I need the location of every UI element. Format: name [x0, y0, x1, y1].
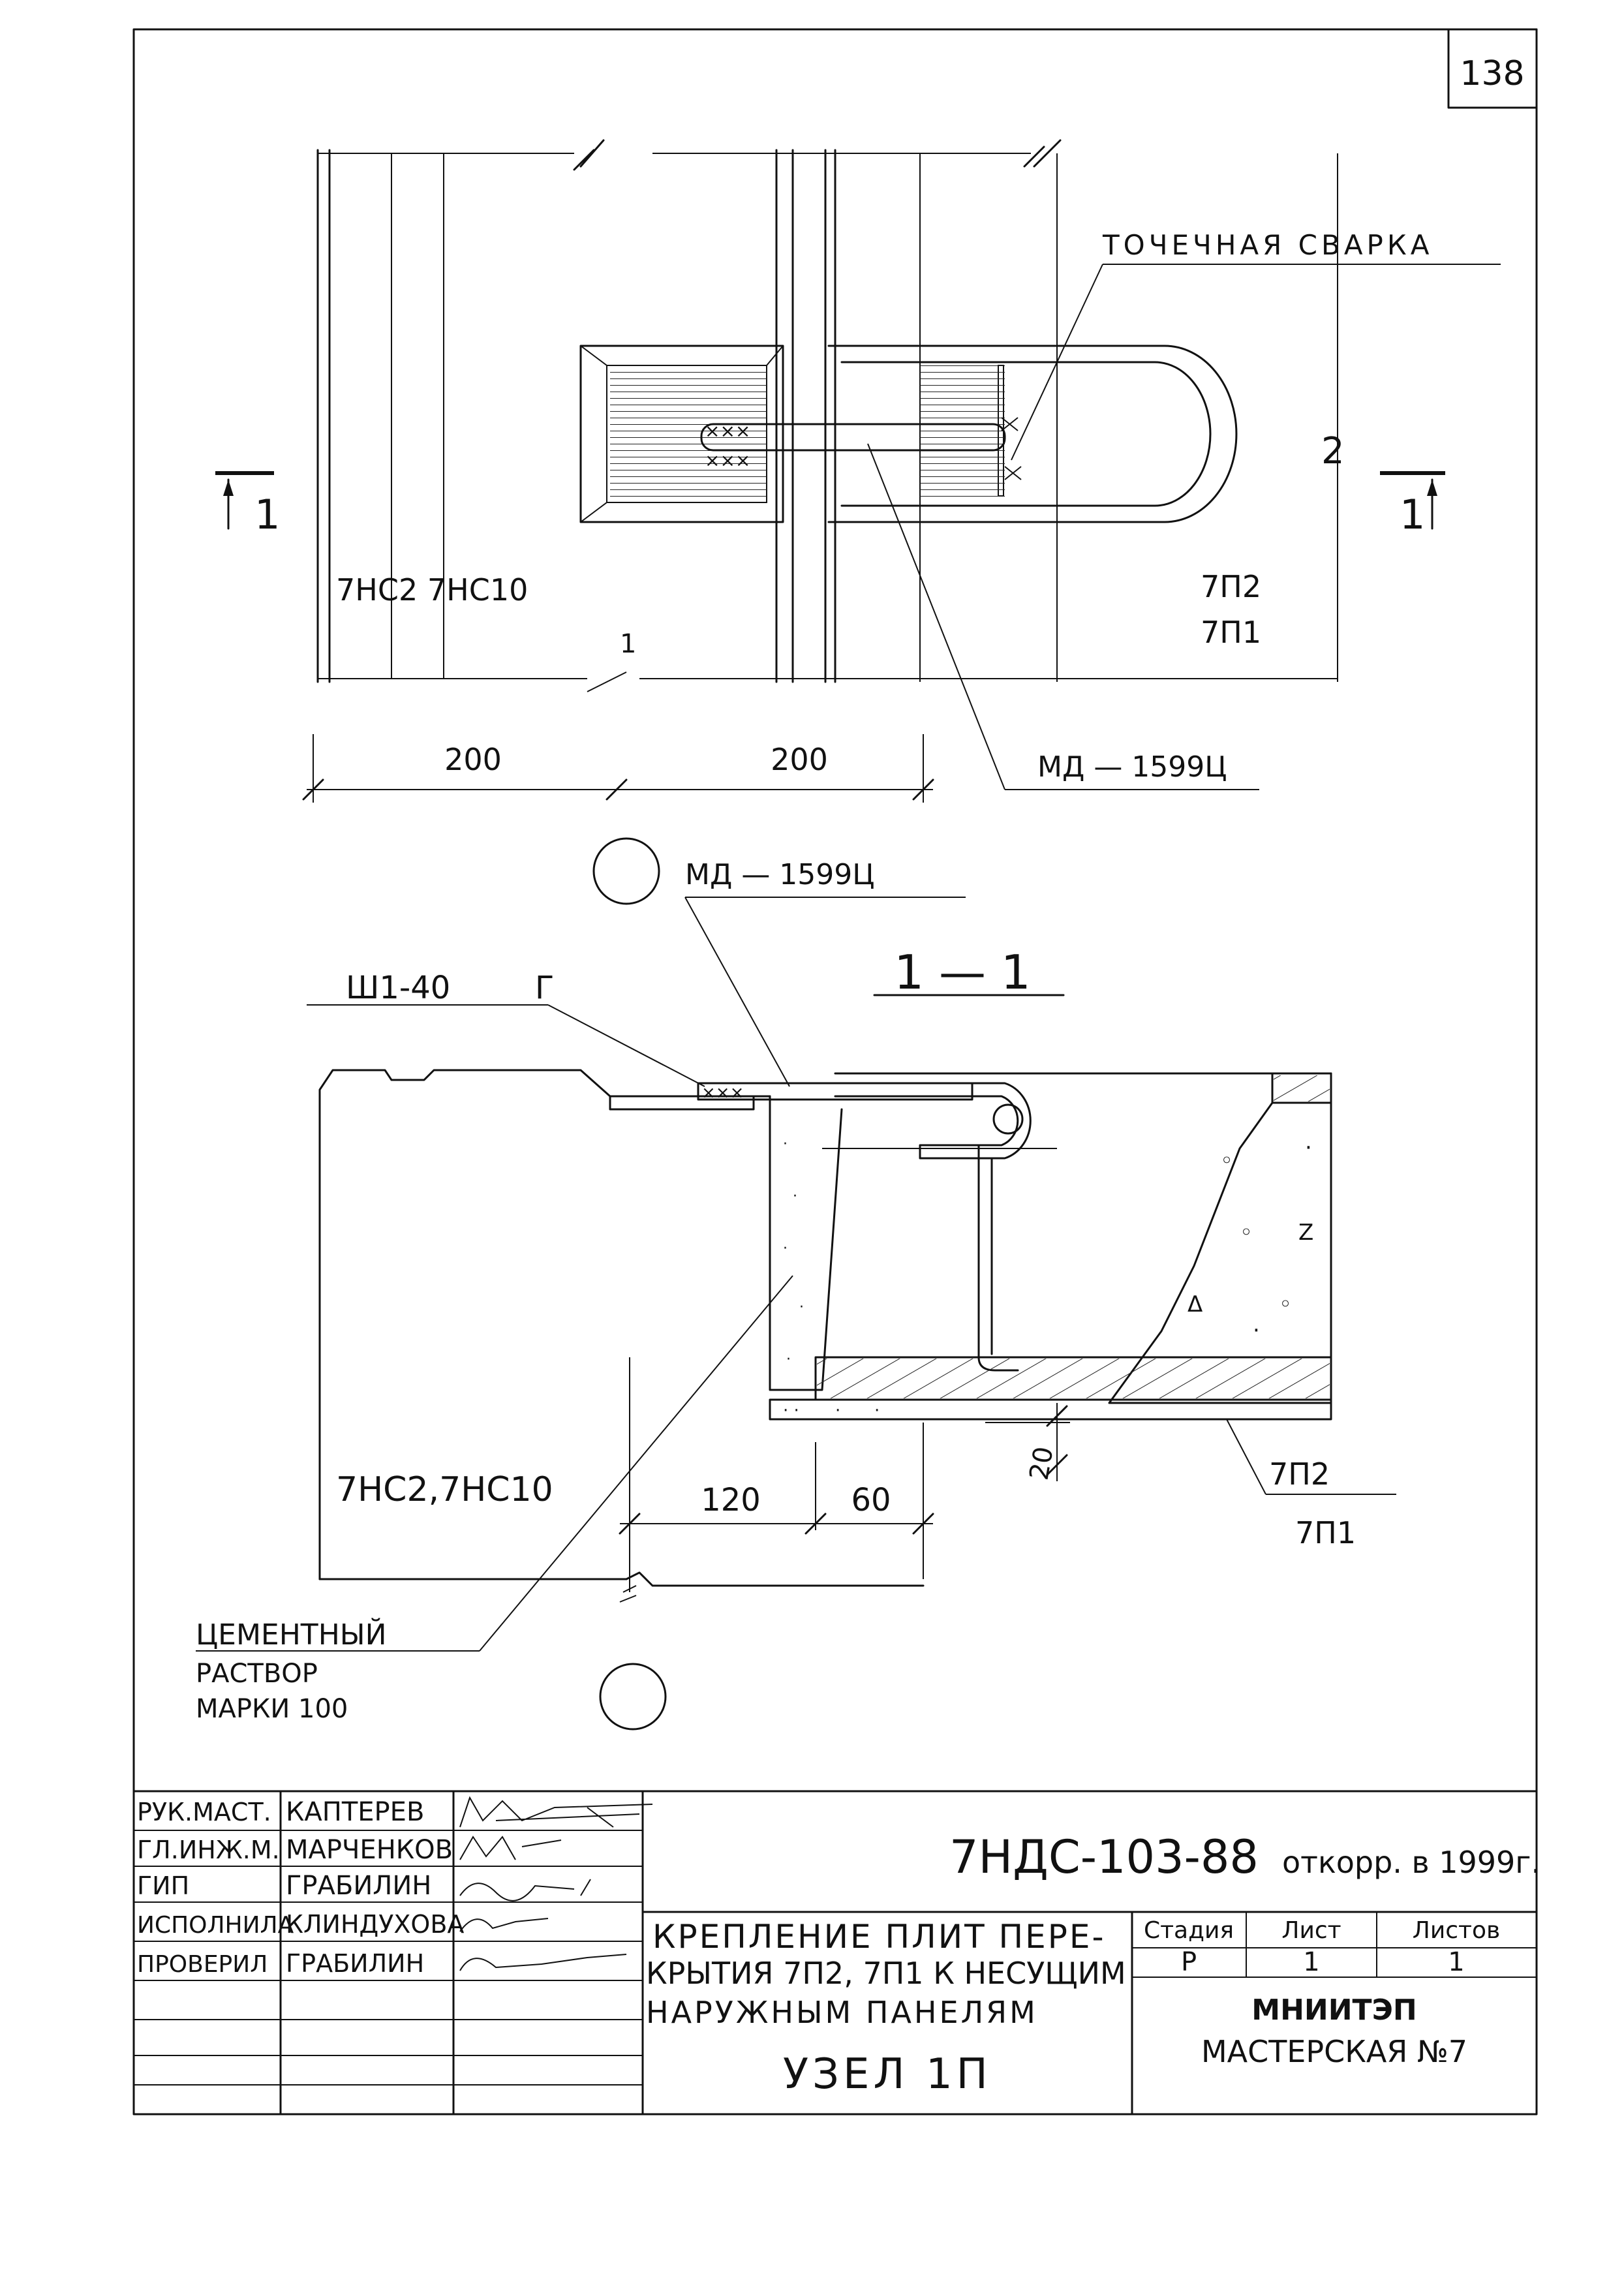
stage-value: Р	[1181, 1947, 1197, 1977]
name-3: ГРАБИЛИН	[286, 1871, 431, 1901]
label-section-wall: 7НС2,7НС10	[336, 1470, 553, 1509]
svg-text:·: ·	[783, 1136, 788, 1152]
document-code: 7НДС-103-88	[949, 1830, 1259, 1884]
sheet-value: 1	[1303, 1947, 1319, 1977]
label-plan-wall: 7НС2 7НС10	[336, 572, 528, 608]
name-5: ГРАБИЛИН	[286, 1949, 424, 1978]
reference-circle-bottom	[599, 1663, 667, 1731]
signature-2	[459, 1836, 562, 1860]
title-block: РУК.МАСТ. ГЛ.ИНЖ.М. ГИП ИСПОЛНИЛА ПРОВЕР…	[132, 1790, 1540, 2116]
mortar-label-1: ЦЕМЕНТНЫЙ	[196, 1617, 387, 1652]
role-5: ПРОВЕРИЛ	[137, 1951, 268, 1978]
section-mark-left: 1	[254, 491, 280, 538]
label-section-part: МД — 1599Ц	[685, 858, 874, 891]
sheet-frame	[132, 28, 1538, 2116]
sheet-number-box	[1447, 28, 1538, 109]
name-1: КАПТЕРЕВ	[286, 1797, 424, 1827]
plan-view: ××× ××× ТОЧЕЧНАЯ СВАРКА 1 1 2 7НС2 7НС10…	[215, 139, 1501, 905]
sheets-value: 1	[1448, 1947, 1464, 1977]
svg-text:×××: ×××	[701, 1083, 744, 1103]
section-title: 1 — 1	[894, 945, 1030, 1000]
label-plan-part: МД — 1599Ц	[1037, 750, 1227, 784]
sheets-header: Листов	[1413, 1917, 1500, 1944]
sheet-number: 138	[1460, 54, 1524, 93]
title-line-2: КРЫТИЯ 7П2, 7П1 К НЕСУЩИМ	[646, 1956, 1126, 1991]
svg-text:◦: ◦	[1279, 1291, 1292, 1317]
node-name: УЗЕЛ 1П	[783, 2050, 992, 2099]
dim-plan-2: 200	[771, 742, 828, 777]
section-mark-right: 1	[1400, 491, 1425, 538]
dim-plan-1: 200	[444, 742, 502, 777]
svg-text:·: ·	[786, 1351, 791, 1368]
svg-text:◦: ◦	[1240, 1220, 1253, 1246]
svg-text:· ·: · ·	[783, 1401, 799, 1421]
svg-text:2: 2	[1321, 430, 1345, 472]
signature-5	[459, 1954, 627, 1971]
dim-section-vertical: 20	[1024, 1445, 1060, 1483]
svg-text:◦: ◦	[1220, 1148, 1233, 1174]
role-4: ИСПОЛНИЛА	[137, 1912, 294, 1939]
title-line-3: НАРУЖНЫМ ПАНЕЛЯМ	[646, 1995, 1038, 2030]
dim-section-1: 120	[701, 1482, 761, 1518]
svg-text:Δ: Δ	[1187, 1291, 1203, 1317]
svg-text:·: ·	[799, 1299, 804, 1316]
label-anchor: Ш1-40	[346, 970, 450, 1006]
svg-text:×××: ×××	[705, 420, 750, 442]
mortar-label-3: МАРКИ 100	[196, 1694, 348, 1724]
svg-text:·: ·	[1305, 1135, 1312, 1161]
name-2: МАРЧЕНКОВ	[286, 1835, 453, 1865]
label-anchor-suffix: Г	[535, 970, 554, 1006]
revision-note: откорр. в 1999г.	[1282, 1845, 1540, 1880]
label-welding: ТОЧЕЧНАЯ СВАРКА	[1102, 229, 1433, 261]
role-1: РУК.МАСТ.	[137, 1798, 271, 1826]
signature-1	[459, 1796, 653, 1828]
title-line-1: КРЕПЛЕНИЕ ПЛИТ ПЕРЕ-	[652, 1918, 1106, 1956]
svg-text:1: 1	[620, 629, 636, 659]
label-plan-slab-2: 7П1	[1201, 615, 1261, 650]
svg-text:·: ·	[1253, 1317, 1260, 1344]
signature-3	[459, 1879, 591, 1901]
svg-text:·: ·	[874, 1401, 880, 1421]
svg-text:·: ·	[835, 1401, 840, 1421]
workshop: МАСТЕРСКАЯ №7	[1201, 2034, 1467, 2069]
svg-text:×××: ×××	[705, 450, 750, 471]
label-plan-slab-1: 7П2	[1201, 569, 1261, 604]
organization: МНИИТЭП	[1251, 1993, 1417, 2027]
reference-circle-top	[592, 837, 660, 905]
svg-text:·: ·	[793, 1188, 797, 1205]
stage-header: Стадия	[1144, 1917, 1234, 1944]
svg-text:Z: Z	[1298, 1220, 1313, 1246]
label-section-slab-1: 7П2	[1269, 1456, 1330, 1492]
name-4: КЛИНДУХОВА	[286, 1910, 464, 1939]
svg-text:·: ·	[783, 1240, 788, 1257]
sheet-header: Лист	[1281, 1917, 1341, 1944]
dim-section-2: 60	[851, 1482, 891, 1518]
mortar-label-2: РАСТВОР	[196, 1659, 318, 1689]
role-3: ГИП	[137, 1871, 189, 1900]
role-2: ГЛ.ИНЖ.М.	[137, 1836, 280, 1864]
section-view: 1 — 1 МД — 1599Ц Ш1-40 Г ××× · · · · ·	[196, 858, 1396, 1731]
label-section-slab-2: 7П1	[1295, 1515, 1356, 1550]
signature-4	[459, 1918, 549, 1932]
